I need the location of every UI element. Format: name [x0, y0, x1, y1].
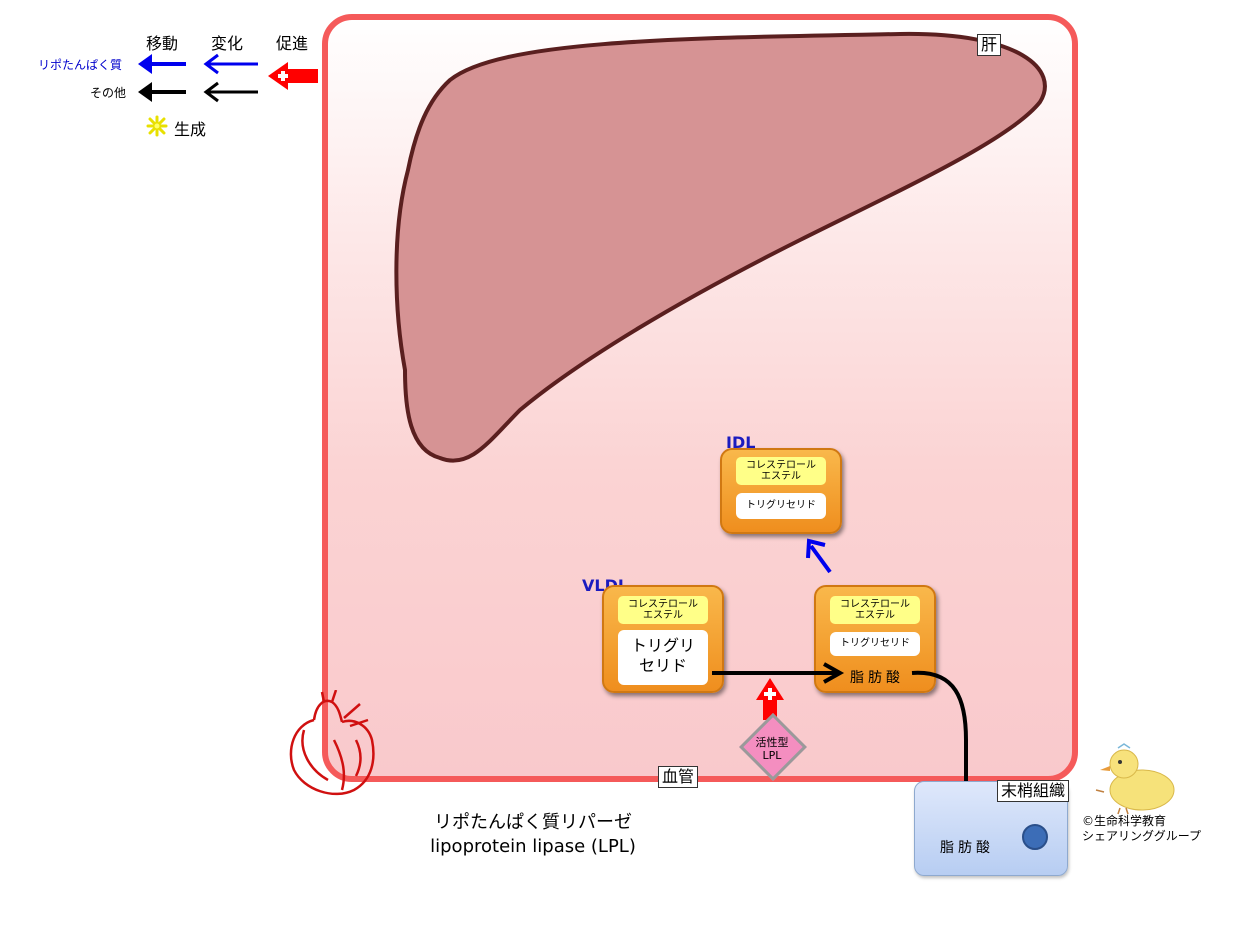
liver-icon — [394, 31, 1047, 463]
legend-arrows — [138, 53, 318, 137]
vldl-ce-line2: エステル — [643, 610, 683, 621]
legend-label-other: その他 — [90, 86, 127, 100]
cell-nucleus — [1022, 824, 1048, 850]
vldl-tg-line2: セリド — [638, 656, 687, 675]
intermediate-fatty-acid: 脂肪酸 — [850, 670, 904, 686]
legend-change-arrow-blue — [203, 53, 258, 75]
active-lpl-line1: 活性型 — [755, 736, 789, 749]
intermediate-to-idl-arrow — [806, 538, 832, 574]
credit-line1: ©生命科学教育 — [1082, 814, 1167, 828]
tissue-fatty-acid: 脂肪酸 — [940, 840, 994, 856]
legend-promote-arrow — [268, 62, 318, 90]
vldl-ce-line1: コレステロール — [628, 599, 698, 610]
intermediate-ce-line1: コレステロール — [840, 599, 910, 610]
peripheral-tissue-label: 末梢組織 — [997, 780, 1070, 802]
lpl-promote-arrow — [756, 678, 784, 720]
idl-triglyceride: トリグリセリド — [736, 493, 826, 519]
active-lpl-line2: LPL — [762, 749, 782, 762]
idl-cholesterol-ester: コレステロール エステル — [736, 457, 826, 485]
active-lpl-label: 活性型 LPL — [740, 736, 804, 762]
legend-header-change: 変化 — [211, 34, 244, 53]
chick-mascot-icon — [1095, 743, 1175, 815]
idl-particle: コレステロール エステル トリグリセリド — [720, 448, 842, 534]
vldl-particle: コレステロール エステル トリグリ セリド — [602, 585, 724, 693]
credit: ©生命科学教育 シェアリンググループ — [1082, 814, 1201, 844]
idl-label: IDL — [726, 433, 756, 452]
legend-generation-sparkle-icon — [146, 115, 168, 137]
legend-move-arrow-black — [138, 82, 186, 102]
intermediate-cholesterol-ester: コレステロール エステル — [830, 596, 920, 624]
tg-to-fatty-acid-arrow — [712, 662, 845, 684]
caption: リポたんぱく質リパーゼ lipoprotein lipase (LPL) — [400, 811, 666, 859]
vldl-tg-line1: トリグリ — [630, 636, 695, 655]
idl-ce-line2: エステル — [761, 471, 801, 482]
liver-label: 肝 — [977, 34, 1002, 56]
caption-japanese: リポたんぱく質リパーゼ — [434, 812, 632, 833]
legend-move-arrow-blue — [138, 54, 186, 74]
heart-icon — [289, 690, 375, 796]
legend-header-move: 移動 — [146, 34, 179, 53]
idl-ce-line1: コレステロール — [746, 460, 816, 471]
blood-vessel-label: 血管 — [658, 766, 699, 788]
legend-label-lipoprotein: リポたんぱく質 — [38, 58, 123, 72]
intermediate-triglyceride: トリグリセリド — [830, 632, 920, 656]
caption-english: lipoprotein lipase (LPL) — [430, 836, 636, 857]
vldl-triglyceride: トリグリ セリド — [618, 630, 708, 685]
legend-header-promote: 促進 — [276, 34, 309, 53]
legend-change-arrow-black — [203, 81, 258, 103]
credit-line2: シェアリンググループ — [1082, 829, 1202, 843]
vldl-cholesterol-ester: コレステロール エステル — [618, 596, 708, 624]
intermediate-ce-line2: エステル — [855, 610, 895, 621]
intermediate-particle: コレステロール エステル トリグリセリド 脂肪酸 — [814, 585, 936, 693]
legend-label-generation: 生成 — [174, 120, 207, 139]
